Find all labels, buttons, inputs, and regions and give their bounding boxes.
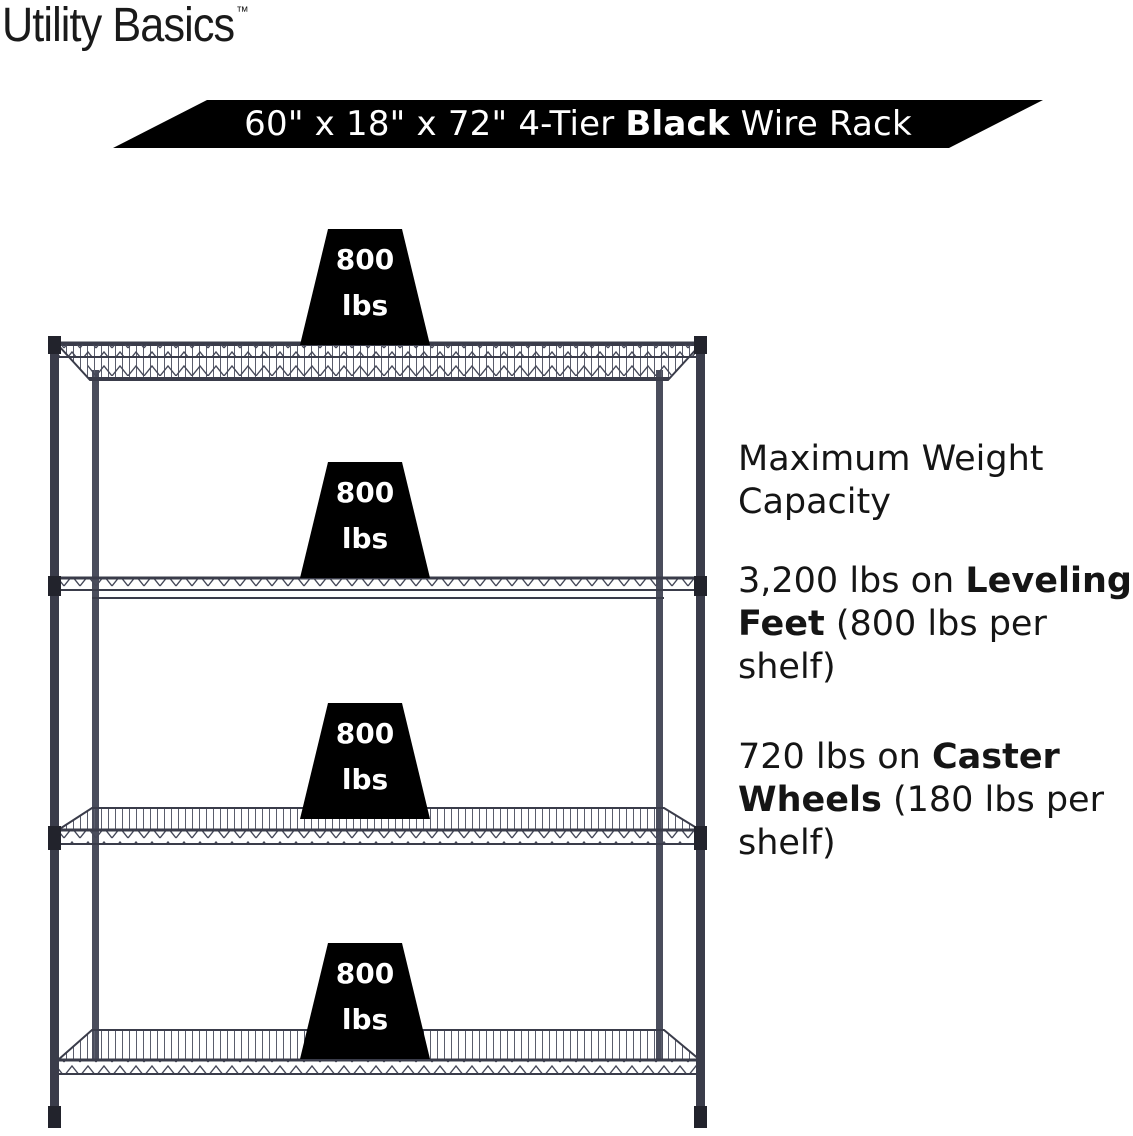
shelf-second xyxy=(58,576,700,599)
front-left-post xyxy=(50,336,59,1126)
badge-unit: lbs xyxy=(341,1003,389,1036)
shelf-third xyxy=(54,807,704,845)
banner-title: 60" x 18" x 72" 4-Tier Black Wire Rack xyxy=(113,100,1043,148)
shelf-bottom xyxy=(55,1029,703,1075)
wheels-prefix: 720 lbs on xyxy=(738,737,932,777)
badge-value: 800 xyxy=(335,717,395,750)
badge-unit: lbs xyxy=(341,522,389,555)
banner-dimensions: 60" x 18" x 72" 4-Tier xyxy=(244,104,615,144)
capacity-title: Maximum Weight Capacity xyxy=(738,439,1044,522)
banner-product: Wire Rack xyxy=(740,104,912,144)
feet-prefix: 3,200 lbs on xyxy=(738,561,966,601)
left-foot xyxy=(48,1106,61,1128)
wheels-suffix: (180 lbs per shelf) xyxy=(738,780,1104,863)
front-right-post xyxy=(696,336,705,1126)
right-foot xyxy=(694,1106,707,1128)
title-banner: 60" x 18" x 72" 4-Tier Black Wire Rack xyxy=(113,100,1043,148)
shelf-weight-badge: 800 lbs xyxy=(300,229,430,345)
badge-value: 800 xyxy=(335,957,395,990)
trademark-symbol: ™ xyxy=(236,3,249,19)
banner-shape xyxy=(113,100,1043,148)
brand-name: Utility Basics xyxy=(2,0,235,52)
shelf-weight-badge: 800 lbs xyxy=(300,703,430,819)
banner-color-word: Black xyxy=(625,104,730,144)
wheels-bold: Caster Wheels xyxy=(738,737,1060,820)
badge-value: 800 xyxy=(335,243,395,276)
capacity-leveling-feet: 3,200 lbs on Leveling Feet (800 lbs per … xyxy=(738,560,1133,689)
shelf-weight-badge: 800 lbs xyxy=(300,462,430,578)
back-right-post xyxy=(656,370,663,1060)
shelf-weight-badge: 800 lbs xyxy=(300,943,430,1059)
back-left-post xyxy=(92,370,99,1060)
capacity-caster-wheels: 720 lbs on Caster Wheels (180 lbs per sh… xyxy=(738,736,1133,865)
shelf-top xyxy=(55,341,703,381)
badge-value: 800 xyxy=(335,476,395,509)
feet-suffix: (800 lbs per shelf) xyxy=(738,604,1047,687)
badge-unit: lbs xyxy=(341,289,389,322)
feet-bold: Leveling Feet xyxy=(738,561,1132,644)
badge-unit: lbs xyxy=(341,763,389,796)
wire-rack-illustration xyxy=(48,336,707,1128)
